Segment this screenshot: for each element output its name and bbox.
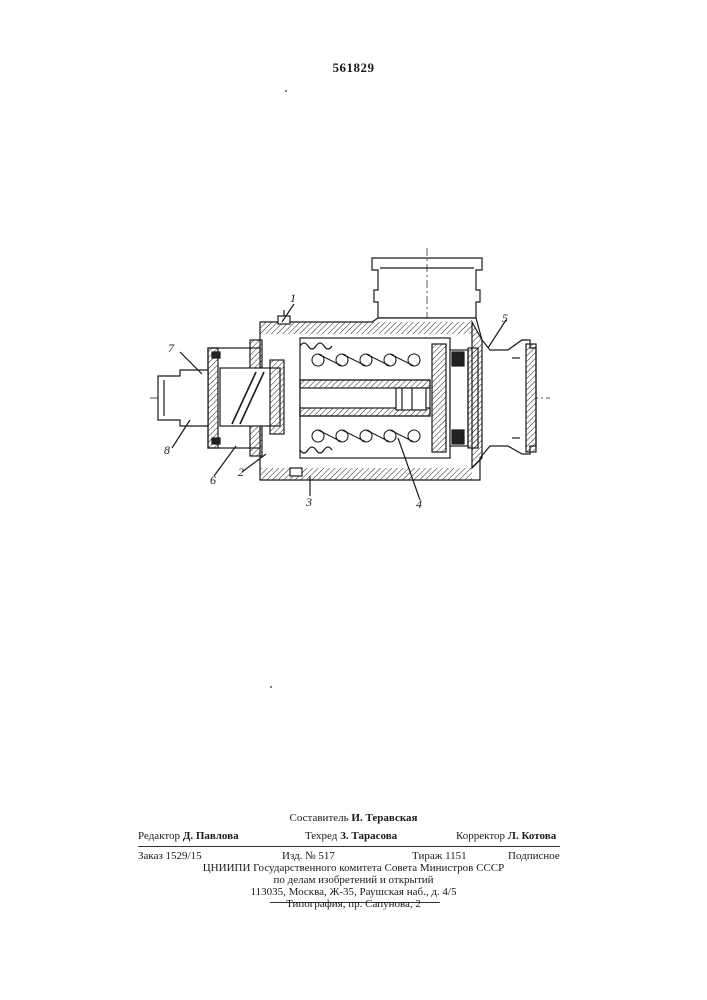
callout-2: 2 [238,465,244,479]
technical-drawing: 1 2 3 4 5 6 7 8 [150,240,560,510]
callout-3: 3 [305,495,312,509]
order-number: Заказ 1529/15 [138,850,202,862]
corrector-line: Корректор Л. Котова [456,830,556,842]
scan-speck [270,686,272,688]
callout-7: 7 [168,341,175,355]
editor-line: Редактор Д. Павлова [138,830,239,842]
org-line-3: 113035, Москва, Ж-35, Раушская наб., д. … [0,886,707,898]
compiler-line: Составитель И. Теравская [0,812,707,824]
patent-number: 561829 [0,60,707,76]
valve-cross-section-drawing: 1 2 3 4 5 6 7 8 [150,240,560,510]
techred-line: Техред З. Тарасова [305,830,397,842]
org-line-2: по делам изобретений и открытий [0,874,707,886]
printer-line: Типография, пр. Сапунова, 2 [0,898,707,910]
callout-5: 5 [502,311,508,325]
callout-6: 6 [210,473,216,487]
scan-speck [285,90,287,92]
circulation: Тираж 1151 [412,850,467,862]
divider [138,846,560,847]
edition-number: Изд. № 517 [282,850,335,862]
org-line-1: ЦНИИПИ Государственного комитета Совета … [0,862,707,874]
subscription: Подписное [508,850,560,862]
callout-4: 4 [416,497,422,510]
callout-8: 8 [164,443,170,457]
callout-1: 1 [290,291,296,305]
